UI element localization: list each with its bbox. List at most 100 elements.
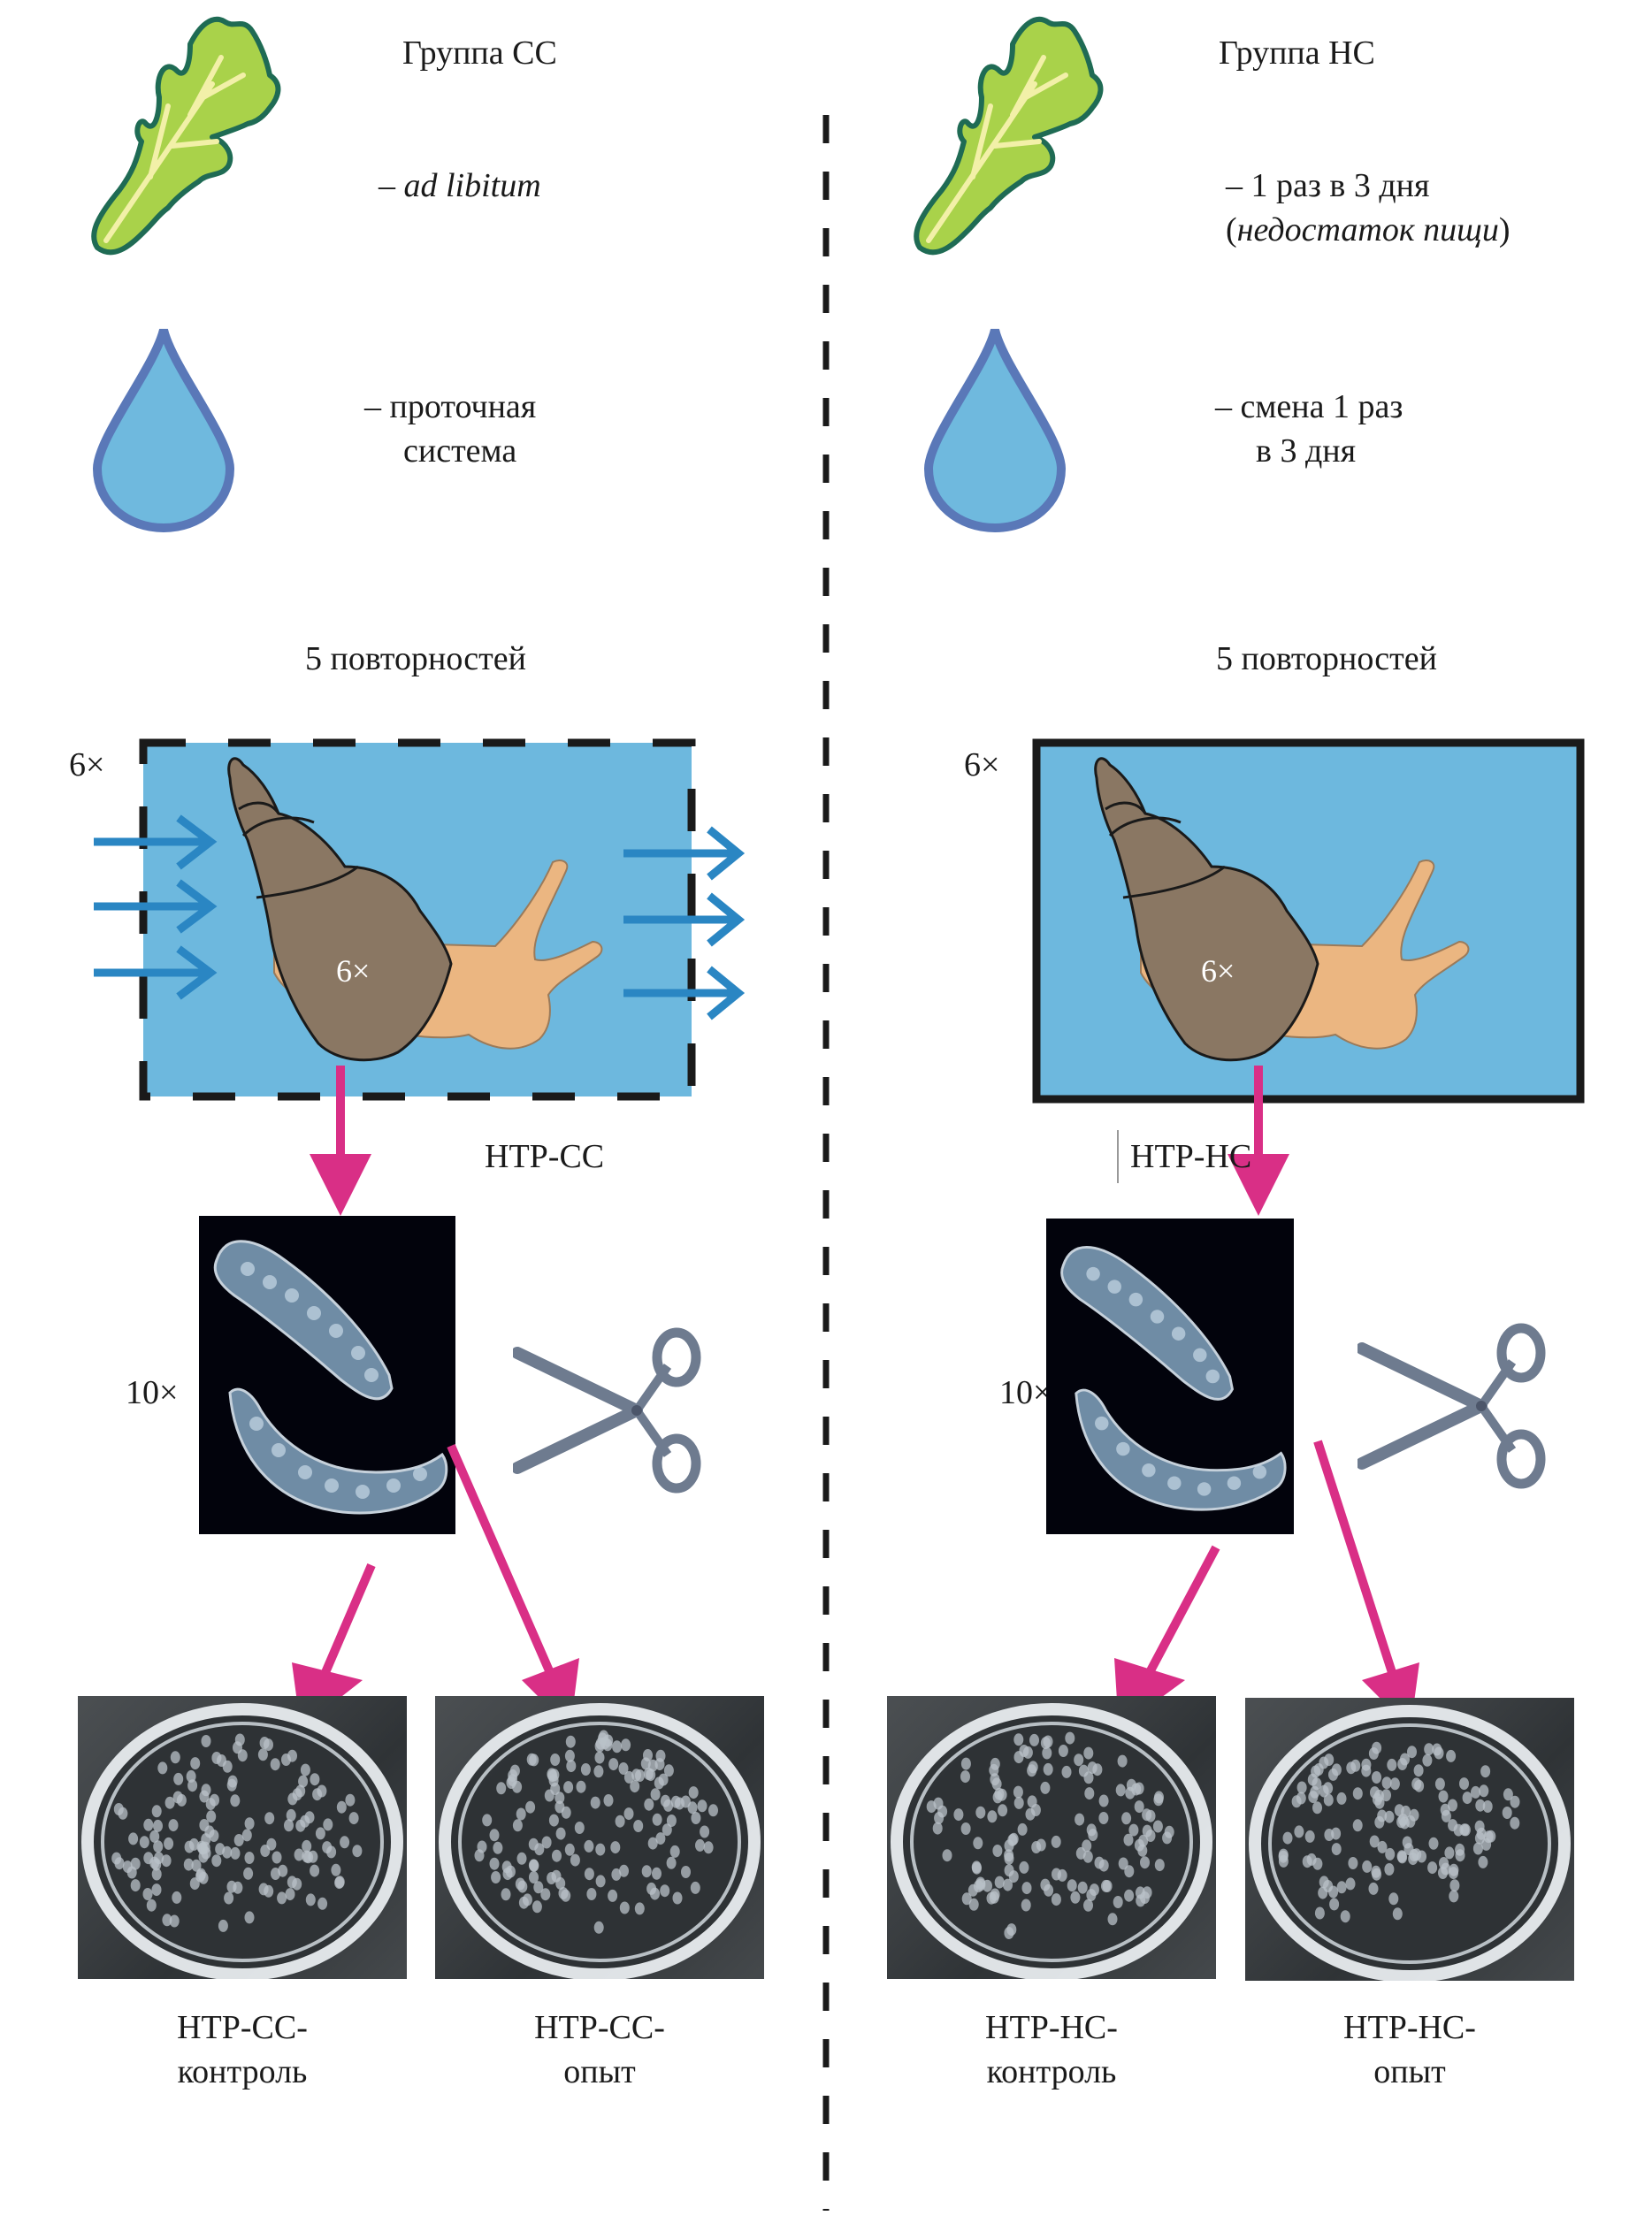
- embryo-dot: [1350, 1759, 1361, 1772]
- embryo-dot: [139, 1836, 149, 1849]
- embryo-dot: [688, 1786, 699, 1799]
- embryo-dot: [1479, 1784, 1489, 1798]
- embryo-dot: [1413, 1764, 1424, 1777]
- embryo-dot: [690, 1881, 700, 1894]
- dish-label-line-1: НТР-НС-: [1343, 2009, 1476, 2046]
- embryo-dot: [987, 1810, 998, 1823]
- embryo-dot: [654, 1776, 664, 1790]
- embryo-dot: [143, 1818, 154, 1831]
- embryo-dot: [1043, 1762, 1053, 1776]
- embryo-dot: [1374, 1796, 1385, 1809]
- group-title: Группа НС: [1219, 34, 1375, 72]
- embryo-dot: [1003, 1878, 1013, 1891]
- embryo-dot: [1134, 1800, 1144, 1814]
- embryo-dot: [586, 1888, 597, 1900]
- embryo-dot: [1004, 1927, 1014, 1939]
- embryo-dot: [151, 1868, 162, 1881]
- embryo-dot: [1040, 1781, 1051, 1794]
- embryo-dot: [540, 1888, 551, 1901]
- embryo-dot: [621, 1738, 631, 1752]
- embryo-dot: [323, 1818, 333, 1831]
- lettuce-leaf-icon: [914, 16, 1104, 256]
- embryo-dot: [161, 1854, 172, 1868]
- embryo-dot: [310, 1773, 320, 1786]
- snail-icon: [1094, 757, 1470, 1062]
- embryo-dot: [157, 1761, 168, 1775]
- embryo-dot: [1407, 1746, 1417, 1759]
- embryo-dot: [960, 1757, 971, 1770]
- embryo-dot: [244, 1817, 255, 1830]
- embryo-dot: [1392, 1907, 1403, 1921]
- replicates-label: 5 повторностей: [1216, 640, 1437, 677]
- embryo-dot: [305, 1893, 316, 1906]
- dish-label-line-2: опыт: [563, 2053, 636, 2090]
- embryo-dot: [1042, 1746, 1052, 1760]
- egg-mass-photo: [199, 1216, 455, 1534]
- water-regime-line-1: – смена 1 раз: [1215, 388, 1403, 425]
- embryo-dot: [663, 1799, 674, 1812]
- embryo-dot: [1154, 1859, 1165, 1872]
- embryo-dot: [1138, 1834, 1149, 1847]
- embryo-dot: [1397, 1851, 1408, 1864]
- embryo-dot: [515, 1877, 525, 1891]
- embryo-dot: [1329, 1898, 1340, 1911]
- embryo-dot: [206, 1810, 217, 1823]
- embryo-dot: [703, 1841, 714, 1854]
- embryo-dot: [526, 1753, 537, 1766]
- split-arrows: [1114, 1440, 1419, 1729]
- food-shortage-text: недостаток пищи: [1236, 211, 1499, 248]
- embryo-dot: [230, 1794, 241, 1807]
- embryo-dot: [615, 1815, 625, 1828]
- embryo-dot: [672, 1891, 683, 1905]
- embryo-dot: [960, 1822, 971, 1835]
- embryo-dot: [154, 1852, 164, 1865]
- embryo-dot: [1401, 1805, 1411, 1818]
- embryo-dot: [516, 1852, 527, 1865]
- embryo-dot: [287, 1792, 298, 1806]
- tank-multiplier: 6×: [69, 746, 105, 783]
- embryo-dot: [669, 1845, 680, 1858]
- embryo-dot: [277, 1891, 287, 1905]
- embryo-dot: [1142, 1808, 1152, 1822]
- embryo-dot: [294, 1848, 304, 1861]
- scissors-icon: [1358, 1323, 1546, 1489]
- embryo-dot: [674, 1797, 685, 1810]
- embryo-dot: [652, 1867, 662, 1880]
- embryo-dot: [518, 1896, 529, 1909]
- dish-label-line-2: контроль: [177, 2053, 308, 2090]
- embryo-dot: [198, 1842, 209, 1855]
- embryo-dot: [548, 1814, 559, 1827]
- embryo-dot: [1438, 1790, 1449, 1803]
- embryo-dot: [593, 1921, 604, 1934]
- embryo-dot: [243, 1867, 254, 1880]
- embryo-dot: [1411, 1848, 1422, 1861]
- embryo-dot: [1154, 1791, 1164, 1804]
- embryo-dot: [496, 1782, 507, 1795]
- embryo-dot: [1140, 1856, 1150, 1869]
- embryo-dot: [1065, 1731, 1075, 1745]
- embryo-dot: [1307, 1773, 1318, 1786]
- embryo-dot: [1385, 1847, 1396, 1860]
- embryo-dot: [1296, 1781, 1307, 1794]
- embryo-dot: [697, 1799, 707, 1813]
- embryo-dot: [652, 1813, 662, 1826]
- embryo-dot: [1136, 1894, 1146, 1907]
- embryo-dot: [1434, 1777, 1445, 1791]
- embryo-dot: [934, 1812, 945, 1824]
- embryo-dot: [552, 1849, 562, 1862]
- embryo-dot: [1368, 1882, 1379, 1895]
- embryo-dot: [1475, 1799, 1486, 1812]
- embryo-dot: [1462, 1792, 1472, 1805]
- water-drop-icon: [92, 328, 235, 533]
- embryo-dot: [1318, 1886, 1328, 1899]
- embryo-dot: [1340, 1910, 1350, 1923]
- embryo-dot: [257, 1748, 268, 1761]
- embryo-dot: [1314, 1906, 1325, 1920]
- embryo-dot: [666, 1856, 677, 1869]
- embryo-dot: [1070, 1891, 1081, 1904]
- embryo-dot: [1058, 1745, 1068, 1757]
- petri-dish-photo: [887, 1696, 1216, 1979]
- embryo-dot: [528, 1838, 539, 1851]
- embryo-dot: [1424, 1743, 1434, 1756]
- embryo-dot: [128, 1832, 139, 1845]
